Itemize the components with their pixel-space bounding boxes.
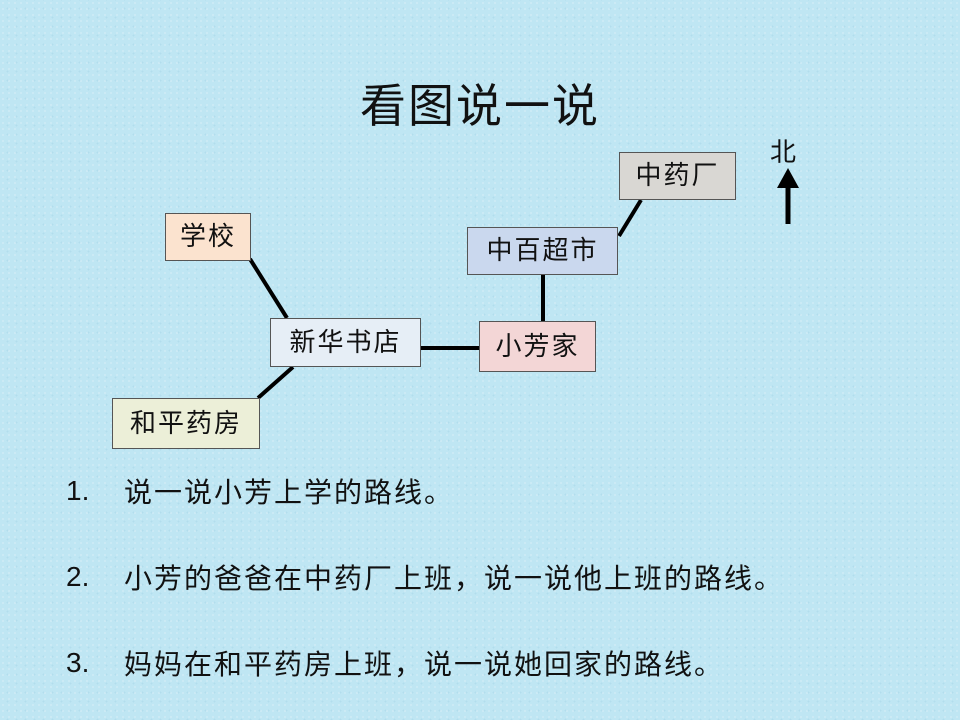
place-xinhuashudian: 新华书店 [270,318,421,367]
north-arrow-icon [777,168,799,224]
place-hepingyaofang: 和平药房 [112,398,260,449]
question-item: 3. 妈妈在和平药房上班，说一说她回家的路线。 [66,646,784,681]
place-zhongbaichaoshi: 中百超市 [467,227,618,275]
question-text: 小芳的爸爸在中药厂上班，说一说他上班的路线。 [124,562,785,595]
north-label: 北 [770,138,797,168]
road-school-bookstore [248,257,289,320]
road-supermarket-factory [617,198,643,238]
place-xuexiao: 学校 [165,213,251,261]
question-number: 3. [66,647,90,678]
question-item: 2. 小芳的爸爸在中药厂上班，说一说他上班的路线。 [66,560,785,595]
question-item: 1. 说一说小芳上学的路线。 [66,474,784,509]
question-text: 说一说小芳上学的路线。 [124,476,455,509]
question-text: 妈妈在和平药房上班，说一说她回家的路线。 [124,648,725,681]
page-title: 看图说一说 [360,79,600,133]
place-xiaofangjia: 小芳家 [479,321,596,372]
question-number: 2. [66,561,90,592]
question-number: 1. [66,475,90,506]
question-list: 1. 说一说小芳上学的路线。 2. 小芳的爸爸在中药厂上班，说一说他上班的路线。… [66,474,785,681]
road-bookstore-pharmacy [256,365,295,400]
place-zhongyaochang: 中药厂 [619,152,736,200]
